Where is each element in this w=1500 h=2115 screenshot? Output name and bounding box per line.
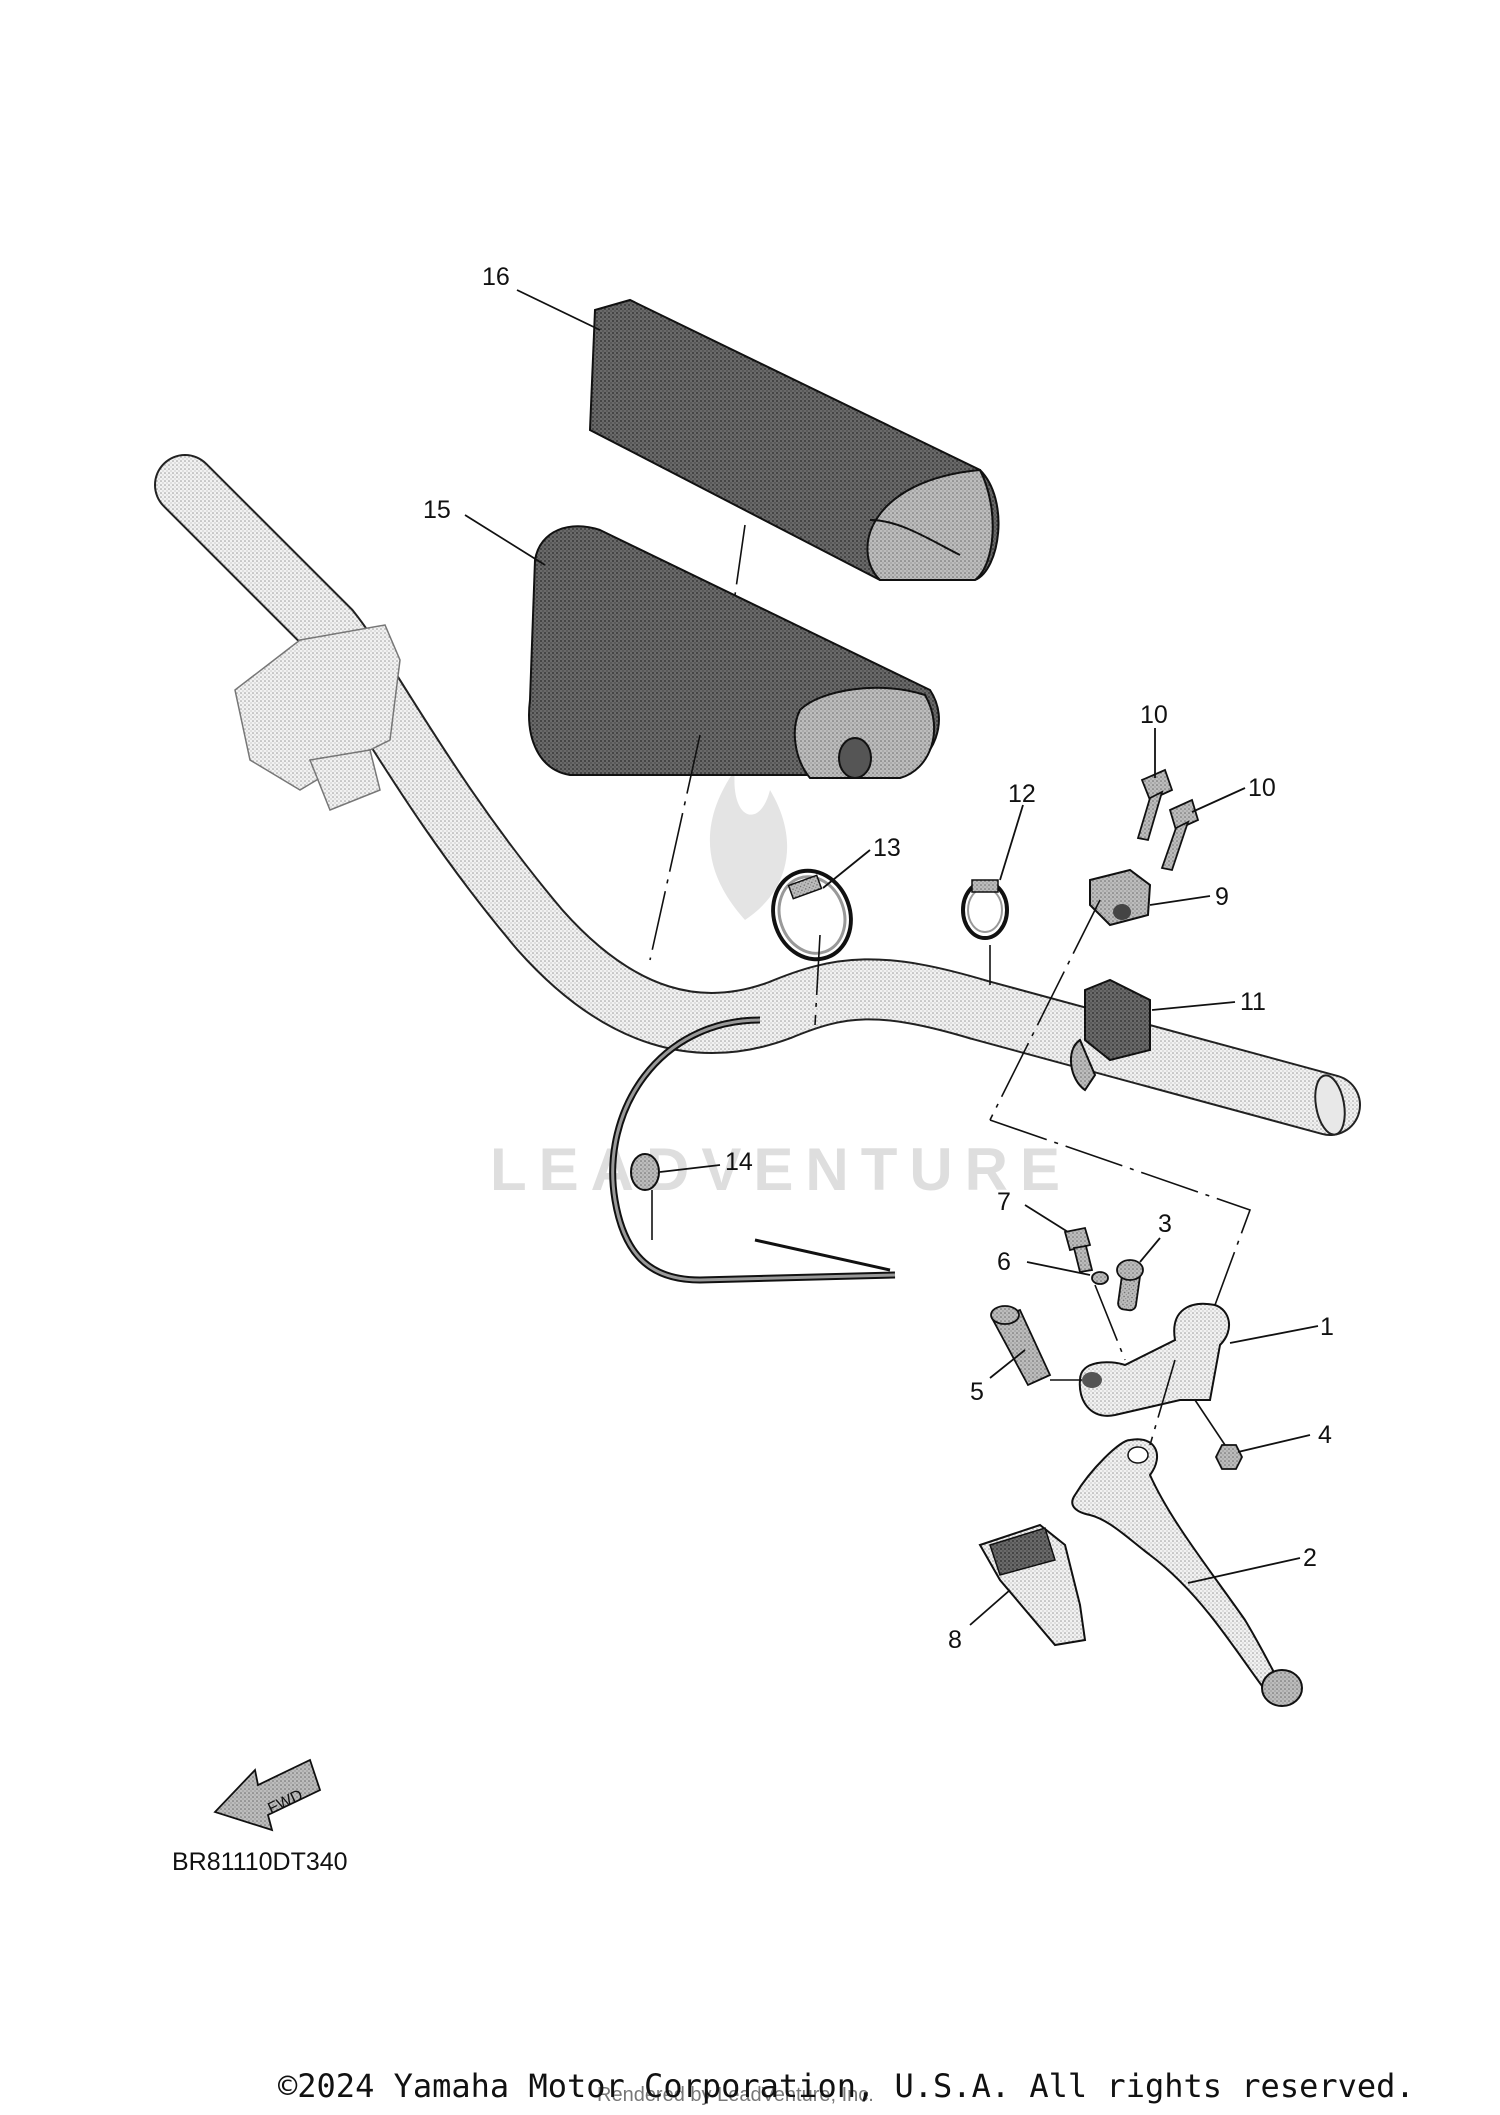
part-2-lever bbox=[1071, 1438, 1303, 1707]
part-8-lever-cover bbox=[978, 1523, 1087, 1647]
callout-10-b: 10 bbox=[1248, 774, 1276, 802]
part-16-pad-cover bbox=[588, 298, 1000, 581]
part-5-adjuster-bolt bbox=[990, 1305, 1052, 1387]
callout-9: 9 bbox=[1215, 883, 1229, 911]
callout-2: 2 bbox=[1303, 1544, 1317, 1572]
callout-6: 6 bbox=[997, 1248, 1011, 1276]
callout-12: 12 bbox=[1008, 780, 1036, 808]
part-15-handlebar-pad bbox=[528, 525, 940, 779]
part-11-holder bbox=[1069, 978, 1151, 1092]
watermark-text: LEADVENTURE bbox=[490, 1136, 1072, 1203]
part-12-band-clamp bbox=[961, 879, 1009, 940]
part-4-nut bbox=[1214, 1444, 1244, 1470]
callout-13: 13 bbox=[873, 834, 901, 862]
callout-7: 7 bbox=[997, 1188, 1011, 1216]
part-3-pivot-bolt bbox=[1116, 1259, 1144, 1312]
handlebar bbox=[154, 454, 1361, 1136]
callout-8: 8 bbox=[948, 1626, 962, 1654]
fwd-arrow-icon bbox=[213, 1758, 322, 1832]
copyright-text: ©2024 Yamaha Motor Corporation, U.S.A. A… bbox=[278, 2067, 1415, 2105]
callout-leaders bbox=[464, 289, 1319, 1626]
callout-4: 4 bbox=[1318, 1421, 1332, 1449]
part-13-clamp-strap bbox=[771, 868, 853, 962]
callout-numbers: 1 2 3 4 5 6 7 8 9 10 10 11 12 13 14 15 1… bbox=[423, 263, 1334, 1654]
watermark: LEADVENTURE bbox=[490, 770, 1072, 1203]
callout-15: 15 bbox=[423, 496, 451, 524]
watermark-flame-icon bbox=[709, 770, 788, 920]
diagram-code: BR81110DT340 bbox=[172, 1848, 348, 1876]
callout-5: 5 bbox=[970, 1378, 984, 1406]
callout-10-a: 10 bbox=[1140, 701, 1168, 729]
part-6-washer bbox=[1091, 1271, 1109, 1285]
callout-11: 11 bbox=[1240, 988, 1266, 1016]
callout-14: 14 bbox=[725, 1148, 753, 1176]
rendered-by-text: Rendered by LeadVenture, Inc. bbox=[597, 2084, 874, 2106]
callout-3: 3 bbox=[1158, 1210, 1172, 1238]
part-14-cable bbox=[609, 1016, 896, 1284]
part-10-bolts bbox=[1136, 768, 1200, 872]
assembly-lines bbox=[649, 524, 1252, 1446]
part-7-bolt bbox=[1063, 1226, 1094, 1274]
fwd-arrow: FWD bbox=[213, 1758, 322, 1832]
part-1-lever-holder bbox=[1078, 1302, 1230, 1417]
part-9-bracket bbox=[1089, 868, 1152, 927]
callout-16: 16 bbox=[482, 263, 510, 291]
callout-1: 1 bbox=[1320, 1313, 1334, 1341]
